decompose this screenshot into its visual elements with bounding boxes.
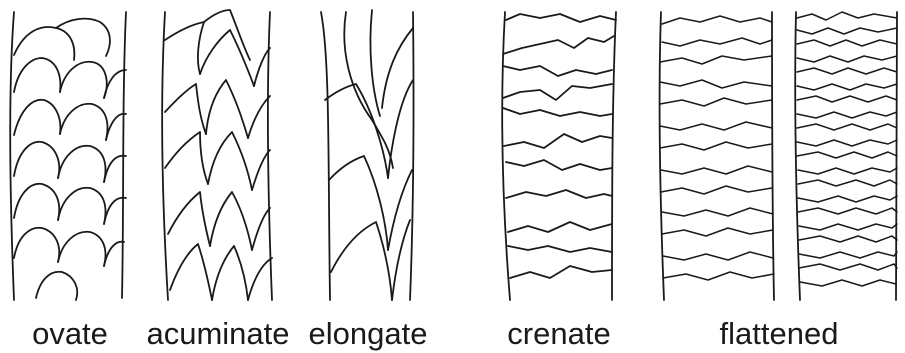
hair-strand-acuminate	[162, 10, 272, 300]
hair-strand-ovate	[10, 12, 126, 300]
elongate-left-edge	[321, 12, 330, 300]
acuminate-left-edge	[162, 12, 168, 300]
flattened-a-scales	[660, 16, 774, 280]
hair-strand-flattened-a	[660, 12, 774, 300]
label-ovate: ovate	[32, 316, 108, 351]
hair-strand-crenate	[502, 12, 616, 300]
hair-strand-elongate	[321, 10, 414, 300]
label-flattened: flattened	[720, 316, 839, 351]
label-acuminate: acuminate	[146, 316, 289, 351]
panel-labels: ovate acuminate elongate crenate flatten…	[32, 316, 838, 351]
crenate-left-edge	[502, 12, 510, 300]
crenate-scales	[503, 14, 616, 278]
acuminate-scales	[165, 10, 272, 300]
label-elongate: elongate	[309, 316, 428, 351]
label-crenate: crenate	[507, 316, 610, 351]
elongate-right-edge	[410, 12, 414, 300]
ovate-scales	[14, 19, 126, 300]
hair-strand-flattened-b	[795, 12, 897, 300]
crenate-right-edge	[612, 12, 616, 300]
acuminate-right-edge	[268, 12, 272, 300]
flattened-a-right-edge	[772, 12, 774, 300]
flattened-b-scales	[797, 12, 897, 286]
elongate-scales	[325, 10, 413, 300]
